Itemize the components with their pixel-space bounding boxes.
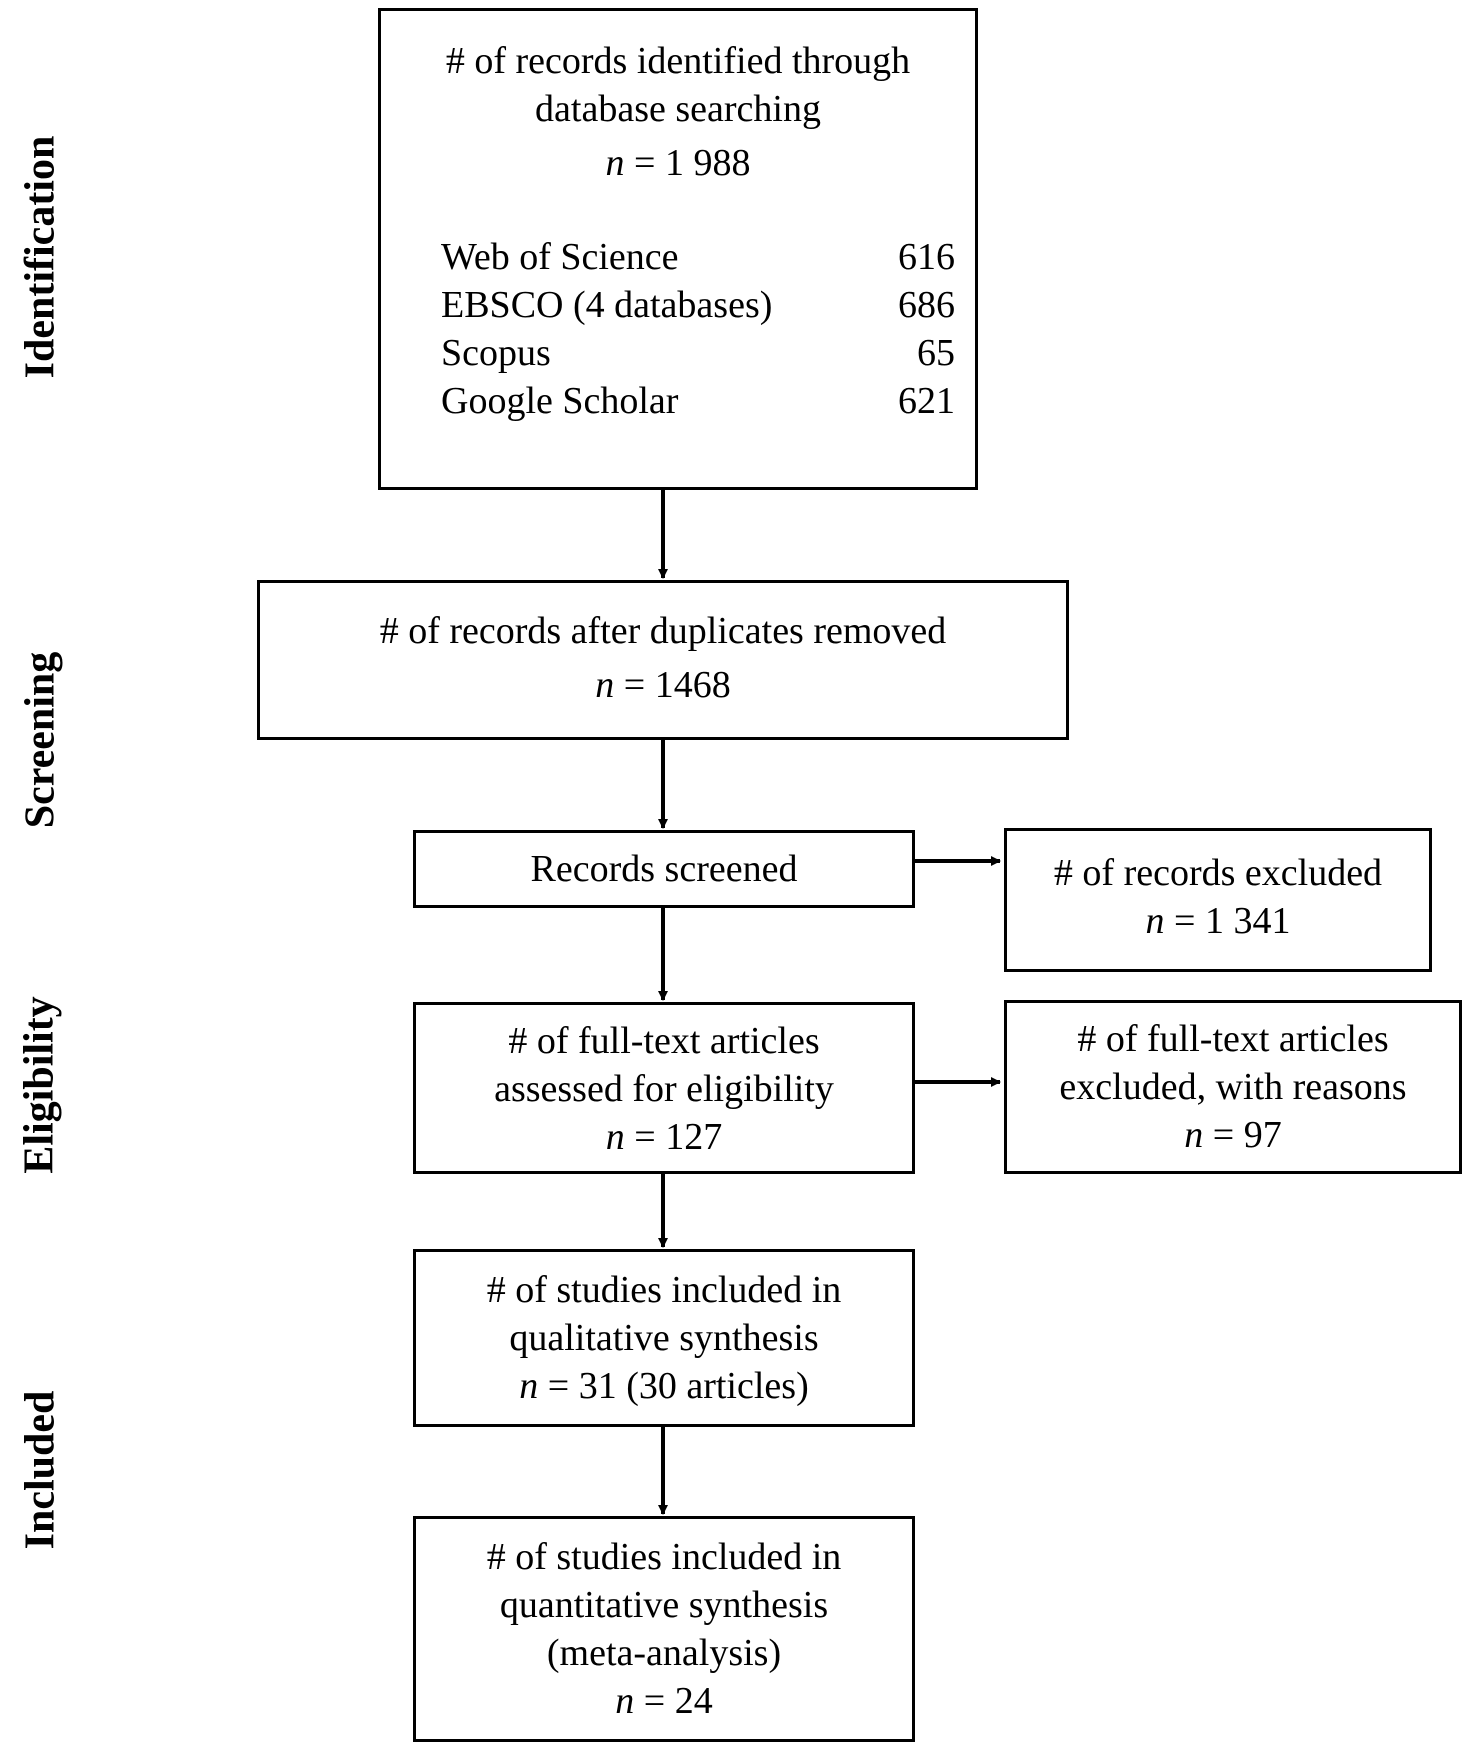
duplicates-removed-box: # of records after duplicates removed n … <box>257 580 1069 740</box>
qualitative-box: # of studies included in qualitative syn… <box>413 1249 915 1427</box>
identified-box: # of records identified through database… <box>378 8 978 490</box>
quantitative-line2: quantitative synthesis <box>499 1584 829 1626</box>
excluded-fulltext-line2: excluded, with reasons <box>1059 1066 1407 1108</box>
database-name: Google Scholar <box>441 380 679 422</box>
qualitative-count: n = 31 (30 articles) <box>519 1365 809 1407</box>
screened-line1: Records screened <box>530 848 798 890</box>
assessed-line1: # of full-text articles <box>508 1020 820 1062</box>
database-row: EBSCO (4 databases) 686 <box>441 281 955 329</box>
database-count: 621 <box>898 380 955 422</box>
database-row: Google Scholar 621 <box>441 377 955 425</box>
database-count: 65 <box>917 332 955 374</box>
quantitative-line3: (meta-analysis) <box>546 1632 782 1674</box>
database-name: Web of Science <box>441 236 679 278</box>
quantitative-line1: # of studies included in <box>486 1536 842 1578</box>
database-row: Web of Science 616 <box>441 233 955 281</box>
quantitative-box: # of studies included in quantitative sy… <box>413 1516 915 1742</box>
database-list: Web of Science 616 EBSCO (4 databases) 6… <box>441 233 955 425</box>
identified-count: n = 1 988 <box>605 142 751 184</box>
database-count: 686 <box>898 284 955 326</box>
database-count: 616 <box>898 236 955 278</box>
duplicates-count: n = 1468 <box>595 664 731 706</box>
identified-line2: database searching <box>535 88 821 130</box>
database-row: Scopus 65 <box>441 329 955 377</box>
quantitative-count: n = 24 <box>615 1680 713 1722</box>
qualitative-line2: qualitative synthesis <box>509 1317 819 1359</box>
assessed-count: n = 127 <box>605 1116 723 1158</box>
excluded-records-line1: # of records excluded <box>1053 852 1383 894</box>
assessed-line2: assessed for eligibility <box>494 1068 834 1110</box>
identified-line1: # of records identified through <box>445 40 911 82</box>
eligibility-assessed-box: # of full-text articles assessed for eli… <box>413 1002 915 1174</box>
excluded-fulltext-line1: # of full-text articles <box>1077 1018 1389 1060</box>
database-name: Scopus <box>441 332 551 374</box>
excluded-records-box: # of records excluded n = 1 341 <box>1004 828 1432 972</box>
excluded-fulltext-box: # of full-text articles excluded, with r… <box>1004 1000 1462 1174</box>
excluded-fulltext-count: n = 97 <box>1184 1114 1282 1156</box>
duplicates-line1: # of records after duplicates removed <box>379 610 947 652</box>
database-name: EBSCO (4 databases) <box>441 284 773 326</box>
qualitative-line1: # of studies included in <box>486 1269 842 1311</box>
screened-box: Records screened <box>413 830 915 908</box>
excluded-records-count: n = 1 341 <box>1145 900 1291 942</box>
